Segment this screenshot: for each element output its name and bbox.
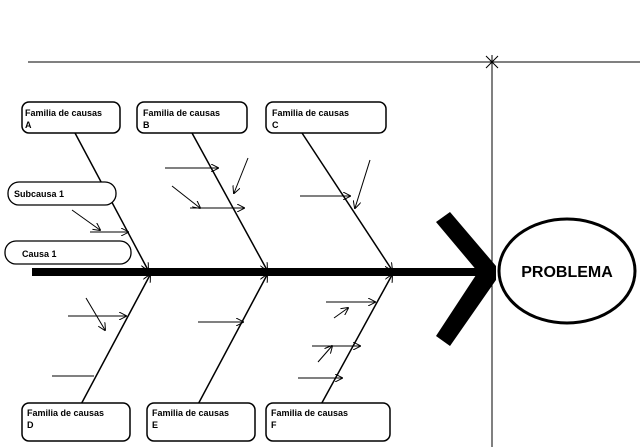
- family-letter: F: [271, 420, 277, 430]
- family-label: Familia de causas: [271, 408, 348, 418]
- family-box-d: Familia de causas D: [21, 402, 131, 442]
- family-box-e: Familia de causas E: [146, 402, 256, 442]
- bone-f: [317, 275, 392, 411]
- subcause-arrow: [355, 159, 371, 208]
- problem-label: PROBLEMA: [521, 264, 613, 281]
- cause-box: Causa 1: [4, 240, 132, 265]
- family-box-c: Familia de causas C: [265, 101, 387, 134]
- spine-arrowhead: [436, 212, 496, 346]
- family-letter: D: [27, 420, 34, 430]
- family-label: Familia de causas: [152, 408, 229, 418]
- subcause-arrow: [85, 297, 105, 330]
- family-letter: C: [272, 120, 279, 130]
- family-label: Familia de causas: [25, 108, 102, 118]
- bone-c: [301, 132, 392, 270]
- frame-cross-mark: [485, 55, 499, 69]
- family-box-b: Familia de causas B: [136, 101, 248, 134]
- subcause-arrow: [234, 157, 249, 193]
- family-label: Familia de causas: [143, 108, 220, 118]
- cause-label: Causa 1: [22, 249, 57, 259]
- subcause-arrow: [171, 185, 200, 208]
- family-label: Familia de causas: [272, 108, 349, 118]
- family-label: Familia de causas: [27, 408, 104, 418]
- subcause-arrow: [317, 346, 332, 363]
- problem-ellipse: PROBLEMA: [497, 217, 637, 325]
- subcause-box: Subcausa 1: [7, 181, 117, 206]
- bone-e: [194, 275, 267, 411]
- family-box-f: Familia de causas F: [265, 402, 391, 442]
- subcause-label: Subcausa 1: [14, 189, 64, 199]
- family-letter: E: [152, 420, 158, 430]
- bone-b: [191, 132, 267, 270]
- subcause-arrow: [71, 209, 100, 230]
- family-letter: B: [143, 120, 150, 130]
- family-letter: A: [25, 120, 32, 130]
- subcause-arrow: [333, 308, 348, 319]
- bone-d: [77, 275, 150, 411]
- family-box-a: Familia de causas A: [21, 101, 121, 134]
